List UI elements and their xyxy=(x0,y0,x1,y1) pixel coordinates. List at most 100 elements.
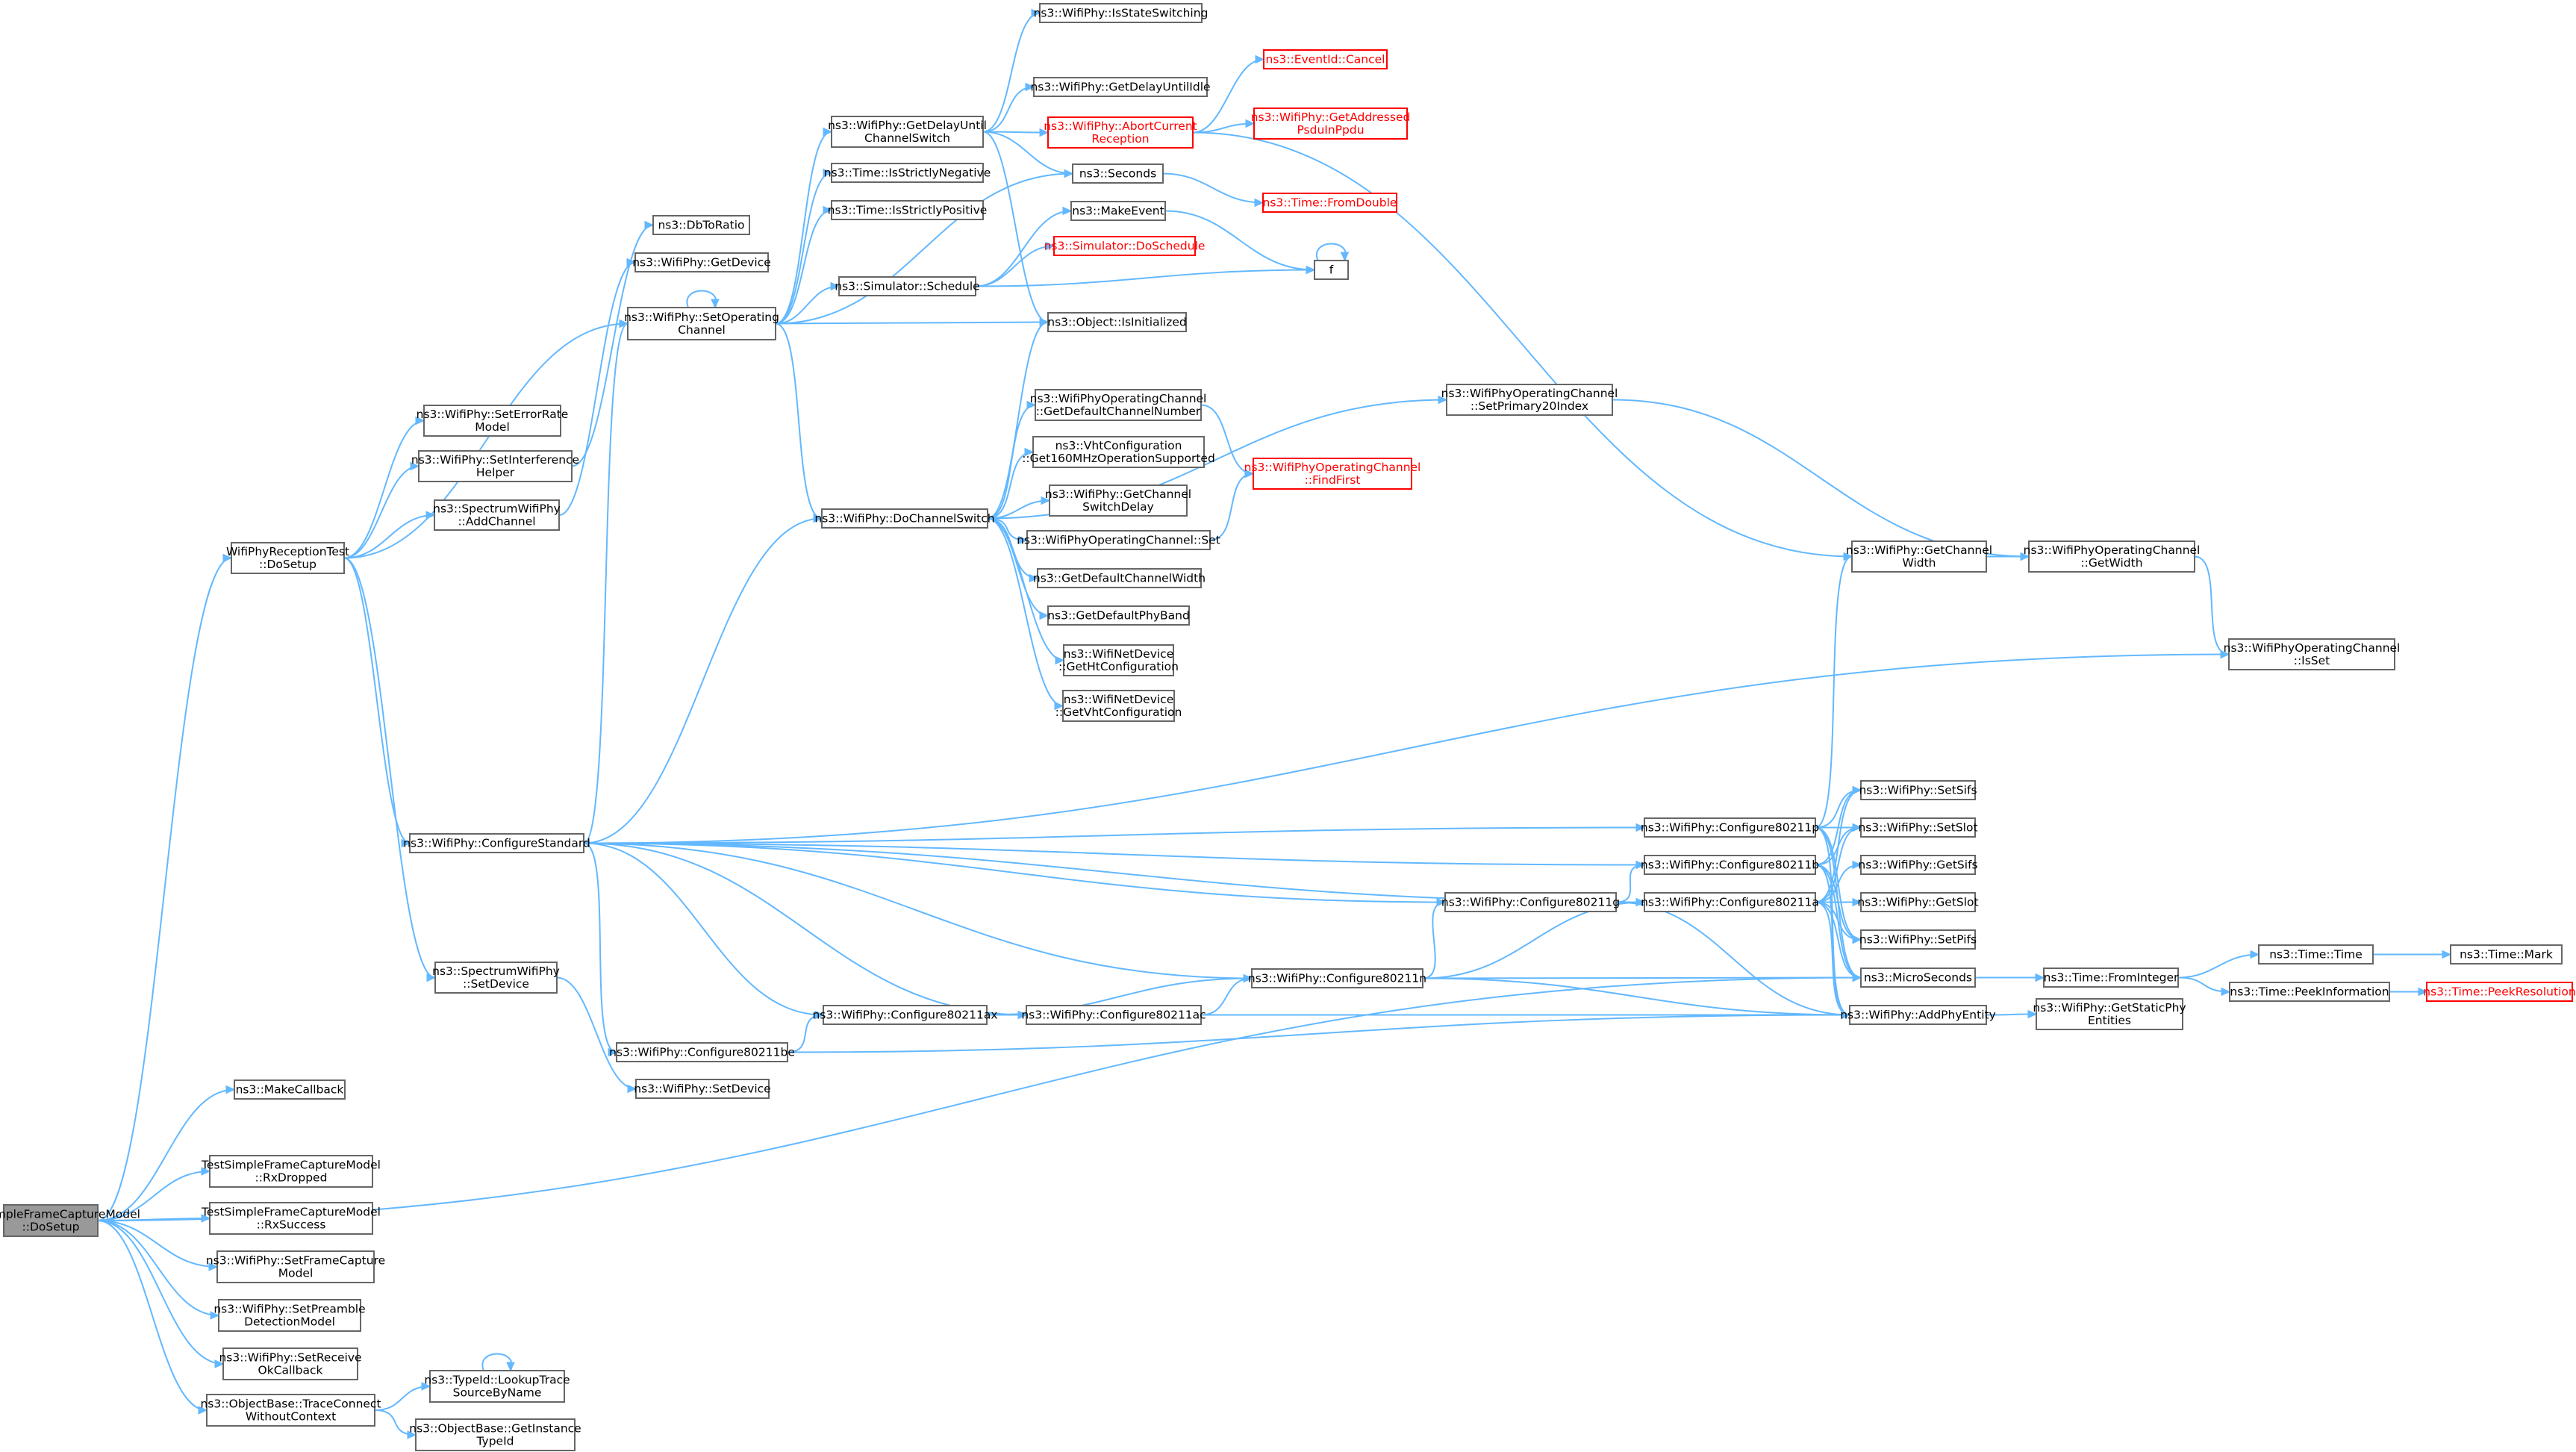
node-box[interactable] xyxy=(1860,780,1976,800)
node-setsifs[interactable]: ns3::WifiPhy::SetSifs xyxy=(1859,780,1977,800)
node-box[interactable] xyxy=(415,1418,576,1451)
node-specsetdev[interactable]: ns3::SpectrumWifiPhy::SetDevice xyxy=(432,962,560,994)
node-getvht[interactable]: ns3::WifiNetDevice::GetVhtConfiguration xyxy=(1055,690,1182,722)
node-box[interactable] xyxy=(216,1250,375,1283)
node-addch[interactable]: ns3::SpectrumWifiPhy::AddChannel xyxy=(433,499,561,531)
node-box[interactable] xyxy=(1037,568,1202,588)
node-root[interactable]: TestSimpleFrameCaptureModel::DoSetup xyxy=(0,1204,140,1237)
node-box[interactable] xyxy=(2258,944,2374,965)
node-isinit[interactable]: ns3::Object::IsInitialized xyxy=(1047,312,1187,332)
node-box[interactable] xyxy=(209,1155,373,1188)
node-setdevice[interactable]: ns3::WifiPhy::SetDevice xyxy=(634,1079,771,1099)
node-box[interactable] xyxy=(2426,982,2573,1002)
node-c11b[interactable]: ns3::WifiPhy::Configure80211b xyxy=(1641,855,1819,875)
node-box[interactable] xyxy=(1263,49,1388,69)
node-c11n[interactable]: ns3::WifiPhy::Configure80211n xyxy=(1248,968,1426,988)
node-box[interactable] xyxy=(1644,855,1816,875)
node-box[interactable] xyxy=(2036,998,2183,1030)
node-box[interactable] xyxy=(831,163,984,183)
node-box[interactable] xyxy=(1860,929,1976,950)
node-box[interactable] xyxy=(2450,944,2563,965)
node-c11g[interactable]: ns3::WifiPhy::Configure80211g xyxy=(1441,892,1620,912)
node-box[interactable] xyxy=(1253,458,1412,490)
node-fromdouble[interactable]: ns3::Time::FromDouble xyxy=(1262,193,1397,213)
node-findfirst[interactable]: ns3::WifiPhyOperatingChannel::FindFirst xyxy=(1244,458,1421,490)
node-box[interactable] xyxy=(1851,540,1987,573)
node-box[interactable] xyxy=(1063,644,1174,676)
node-box[interactable] xyxy=(231,542,345,574)
node-box[interactable] xyxy=(418,450,573,482)
node-rxdrop[interactable]: TestSimpleFrameCaptureModel::RxDropped xyxy=(201,1155,381,1188)
node-c11be[interactable]: ns3::WifiPhy::Configure80211be xyxy=(609,1042,795,1062)
node-configstd[interactable]: ns3::WifiPhy::ConfigureStandard xyxy=(403,833,590,853)
node-box[interactable] xyxy=(429,1370,565,1403)
node-box[interactable] xyxy=(1446,384,1613,416)
node-c11p[interactable]: ns3::WifiPhy::Configure80211p xyxy=(1641,817,1819,838)
node-opchset[interactable]: ns3::WifiPhyOperatingChannel::Set xyxy=(1017,530,1220,550)
node-box[interactable] xyxy=(209,1202,373,1235)
node-box[interactable] xyxy=(831,200,984,220)
node-box[interactable] xyxy=(616,1042,788,1062)
node-c11ax[interactable]: ns3::WifiPhy::Configure80211ax xyxy=(812,1005,998,1025)
node-box[interactable] xyxy=(1047,605,1190,626)
node-box[interactable] xyxy=(1849,1005,1987,1025)
node-box[interactable] xyxy=(1860,968,1976,988)
node-box[interactable] xyxy=(1251,968,1423,988)
node-dosched[interactable]: ns3::Simulator::DoSchedule xyxy=(1044,236,1206,256)
node-micro[interactable]: ns3::MicroSeconds xyxy=(1860,968,1976,988)
node-schedule[interactable]: ns3::Simulator::Schedule xyxy=(835,276,980,296)
node-box[interactable] xyxy=(627,307,776,340)
node-ispos[interactable]: ns3::Time::IsStrictlyPositive xyxy=(828,200,988,220)
node-box[interactable] xyxy=(1062,690,1175,722)
node-box[interactable] xyxy=(1053,236,1196,256)
node-getht[interactable]: ns3::WifiNetDevice::GetHtConfiguration xyxy=(1058,644,1179,676)
node-box[interactable] xyxy=(1860,855,1976,875)
node-box[interactable] xyxy=(821,508,988,529)
node-isset[interactable]: ns3::WifiPhyOperatingChannel::IsSet xyxy=(2224,638,2401,670)
node-box[interactable] xyxy=(1035,389,1202,421)
node-box[interactable] xyxy=(206,1394,375,1427)
node-vht160[interactable]: ns3::VhtConfiguration::Get160MHzOperatio… xyxy=(1022,436,1215,468)
node-box[interactable] xyxy=(1644,817,1816,838)
node-peekinfo[interactable]: ns3::Time::PeekInformation xyxy=(2229,982,2390,1002)
node-box[interactable] xyxy=(1860,817,1976,838)
node-getdelayidle[interactable]: ns3::WifiPhy::GetDelayUntilIdle xyxy=(1030,77,1211,97)
node-box[interactable] xyxy=(1032,436,1205,468)
node-box[interactable] xyxy=(1860,892,1976,912)
node-box[interactable] xyxy=(1026,1005,1202,1025)
node-isneg[interactable]: ns3::Time::IsStrictlyNegative xyxy=(824,163,991,183)
node-box[interactable] xyxy=(634,252,769,272)
node-getdefchnum[interactable]: ns3::WifiPhyOperatingChannel::GetDefault… xyxy=(1030,389,1207,421)
node-c11ac[interactable]: ns3::WifiPhy::Configure80211ac xyxy=(1021,1005,1206,1025)
node-box[interactable] xyxy=(1049,484,1188,517)
node-getslot[interactable]: ns3::WifiPhy::GetSlot xyxy=(1857,892,1979,912)
node-box[interactable] xyxy=(222,1347,358,1380)
node-box[interactable] xyxy=(635,1079,770,1099)
node-setslot[interactable]: ns3::WifiPhy::SetSlot xyxy=(1858,817,1978,838)
node-dbratio[interactable]: ns3::DbToRatio xyxy=(652,215,750,235)
node-box[interactable] xyxy=(1026,530,1211,550)
node-box[interactable] xyxy=(1262,193,1397,213)
node-box[interactable] xyxy=(1033,77,1208,97)
node-cancel[interactable]: ns3::EventId::Cancel xyxy=(1263,49,1388,69)
node-peekres[interactable]: ns3::Time::PeekResolution xyxy=(2423,982,2576,1002)
node-box[interactable] xyxy=(1314,260,1349,280)
node-box[interactable] xyxy=(1444,892,1617,912)
node-getdevice[interactable]: ns3::WifiPhy::GetDevice xyxy=(632,252,771,272)
node-box[interactable] xyxy=(1644,892,1816,912)
node-getdefband[interactable]: ns3::GetDefaultPhyBand xyxy=(1047,605,1190,626)
node-box[interactable] xyxy=(1047,312,1187,332)
node-box[interactable] xyxy=(3,1204,99,1237)
node-ttime[interactable]: ns3::Time::Time xyxy=(2258,944,2374,965)
node-box[interactable] xyxy=(409,833,584,853)
node-box[interactable] xyxy=(423,405,561,437)
